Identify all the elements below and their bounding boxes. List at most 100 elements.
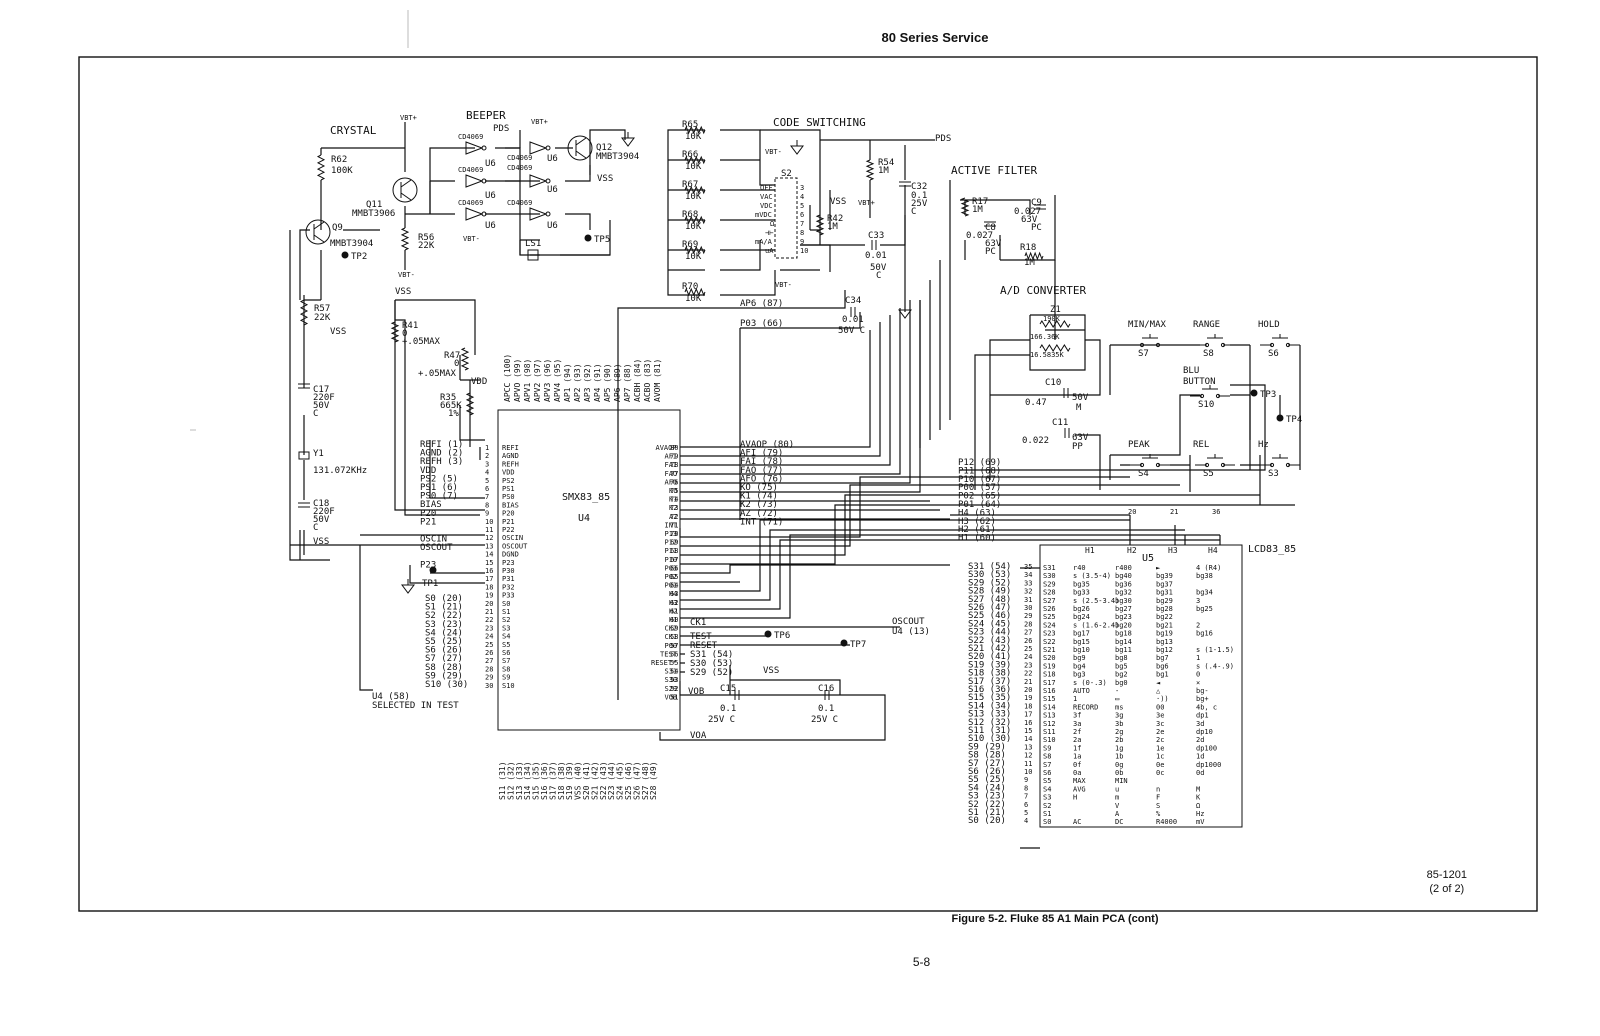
u4-bottom-net-label: S20 (41) xyxy=(582,761,591,800)
q12-part: MMBT3904 xyxy=(596,152,639,162)
u4-left-pin-number: 23 xyxy=(485,624,493,632)
u4-right-pin: RESET* xyxy=(651,659,676,667)
u5-pin-number: 6 xyxy=(1024,801,1028,809)
u4-top-pin-label: APV1 (98) xyxy=(523,359,532,402)
u5-segment-cell: 1g xyxy=(1115,744,1123,752)
r67-ref: R67 xyxy=(682,180,698,190)
figure-caption: Figure 5-2. Fluke 85 A1 Main PCA (cont) xyxy=(951,913,1159,925)
u5-row-segment: S11 xyxy=(1043,728,1056,736)
u5-left-net-label: S2 (22) xyxy=(968,800,1006,810)
c33-type: C xyxy=(876,271,881,281)
u4-right-net-label: K2 (73) xyxy=(740,500,778,510)
u4-right-pin: VOB xyxy=(665,693,678,701)
u4-left-pin-number: 22 xyxy=(485,616,493,624)
u5-left-net-label: S13 (33) xyxy=(968,710,1011,720)
u4-left-pin: S3 xyxy=(502,624,510,632)
u4-left-pin: PS1 xyxy=(502,485,515,493)
u4-right-pin: KO xyxy=(669,487,677,495)
u5-segment-cell: bg10 xyxy=(1073,646,1090,654)
u5-left-net-label: S11 (31) xyxy=(968,726,1011,736)
u5-segment-cell: u xyxy=(1115,785,1119,793)
r42-resistor xyxy=(815,214,825,236)
u4-s-net-label: S4 (24) xyxy=(425,628,463,638)
u4-left-pin: S0 xyxy=(502,600,510,608)
vss-label: VSS xyxy=(830,197,846,207)
u5-segment-cell: bg32 xyxy=(1115,589,1132,597)
u4-part-name: SMX83_85 xyxy=(562,492,610,503)
u5-segment-cell: bg4 xyxy=(1073,662,1086,670)
u4-right-pin-number: 76 xyxy=(670,478,678,486)
u4-left-pin-number: 16 xyxy=(485,567,493,575)
u5-segment-cell: bg23 xyxy=(1115,613,1132,621)
u4-right-pin-number: 64 xyxy=(670,582,678,590)
u4-left-pin-number: 11 xyxy=(485,526,493,534)
u4-right-pin: S31 xyxy=(665,668,678,676)
u5-segment-cell: 0f xyxy=(1073,761,1081,769)
u5-segment-cell: AVG xyxy=(1073,785,1086,793)
c16-rating: 25V C xyxy=(811,715,838,725)
u5-left-net-label: S15 (35) xyxy=(968,693,1011,703)
u5-segment-cell: K xyxy=(1196,794,1201,802)
u4-ref: U4 xyxy=(578,513,590,524)
u5-segment-cell: bg33 xyxy=(1073,589,1090,597)
u4-left-pin: P31 xyxy=(502,575,515,583)
u5-segment-cell: 2a xyxy=(1073,736,1081,744)
u5-row-segment: S0 xyxy=(1043,818,1051,826)
u5-row-segment: S23 xyxy=(1043,630,1056,638)
tp1-label: TP1 xyxy=(422,579,438,589)
u5-segment-cell: % xyxy=(1156,810,1161,818)
c17-ref: C17 xyxy=(313,385,329,395)
u4-right-net-label: FAI (78) xyxy=(740,457,783,467)
u4-bottom-net-label: S17 (37) xyxy=(548,761,557,800)
u5-segment-cell: ·)) xyxy=(1156,695,1169,703)
u5-segment-cell: 1a xyxy=(1073,753,1081,761)
reset-net-label: RESET xyxy=(690,641,718,651)
u4-right-pin: K2 xyxy=(669,504,677,512)
u5-segment-cell: dp10 xyxy=(1196,728,1213,736)
u5-segment-cell: 1c xyxy=(1156,753,1164,761)
s2-switch xyxy=(774,177,798,259)
u5-pin-number: 32 xyxy=(1024,588,1032,596)
r62-value: 100K xyxy=(331,166,353,176)
tp1-dot xyxy=(429,566,437,574)
y1-frequency: 131.072KHz xyxy=(313,466,367,476)
crystal-section-title: CRYSTAL xyxy=(330,124,377,137)
u5-part-name: LCD83_85 xyxy=(1248,544,1296,555)
u5-pin-number: 30 xyxy=(1024,604,1032,612)
u5-segment-cell: △ xyxy=(1156,687,1161,695)
r47-ref: R47 xyxy=(444,351,460,361)
u5-segment-cell: 0e xyxy=(1156,761,1164,769)
u5-pin-number: 8 xyxy=(1024,784,1028,792)
u5-pin-number: 22 xyxy=(1024,670,1032,678)
u5-segment-cell: 0a xyxy=(1073,769,1081,777)
u5-segment-cell: ▭ xyxy=(1115,695,1119,703)
u4-s-net-label: S0 (20) xyxy=(425,594,463,604)
s2-pin-number: 10 xyxy=(800,247,808,255)
u5-left-net-label: S6 (26) xyxy=(968,767,1006,777)
u6-label: U6 xyxy=(547,154,558,164)
r17-resistor xyxy=(960,197,970,217)
u4-top-pin-label: ACBO (83) xyxy=(643,359,652,402)
u4-top-pin-label: APV2 (97) xyxy=(533,359,542,402)
u5-segment-cell: A xyxy=(1115,810,1120,818)
u4-bottom-net-label: S13 (33) xyxy=(515,761,524,800)
u4-right-pin-number: 75 xyxy=(670,487,678,495)
c17-capacitor xyxy=(298,383,310,389)
u5-segment-cell: 3f xyxy=(1073,712,1081,720)
u4-right-pin-number: 67 xyxy=(670,556,678,564)
u4-left-pin-number: 26 xyxy=(485,649,493,657)
u5-column-header: H3 xyxy=(1168,546,1178,555)
c8-value: 0.027 xyxy=(966,231,993,241)
r41-value: 0 xyxy=(402,329,407,339)
u5-segment-cell: s (.4-.9) xyxy=(1196,662,1234,670)
u4-left-pin-number: 4 xyxy=(485,469,489,477)
u4-right-pin-number: 56 xyxy=(670,650,678,658)
border-frame xyxy=(78,56,1538,912)
u5-segment-cell: 3d xyxy=(1196,720,1204,728)
u5-segment-cell: Hz xyxy=(1196,810,1204,818)
s2-position-label: OFF xyxy=(760,184,773,192)
u4-left-net-label: AGND (2) xyxy=(420,449,463,459)
u5-left-net-label: S20 (41) xyxy=(968,652,1011,662)
c34-capacitor xyxy=(850,307,856,317)
u5-pin-number: 27 xyxy=(1024,629,1032,637)
